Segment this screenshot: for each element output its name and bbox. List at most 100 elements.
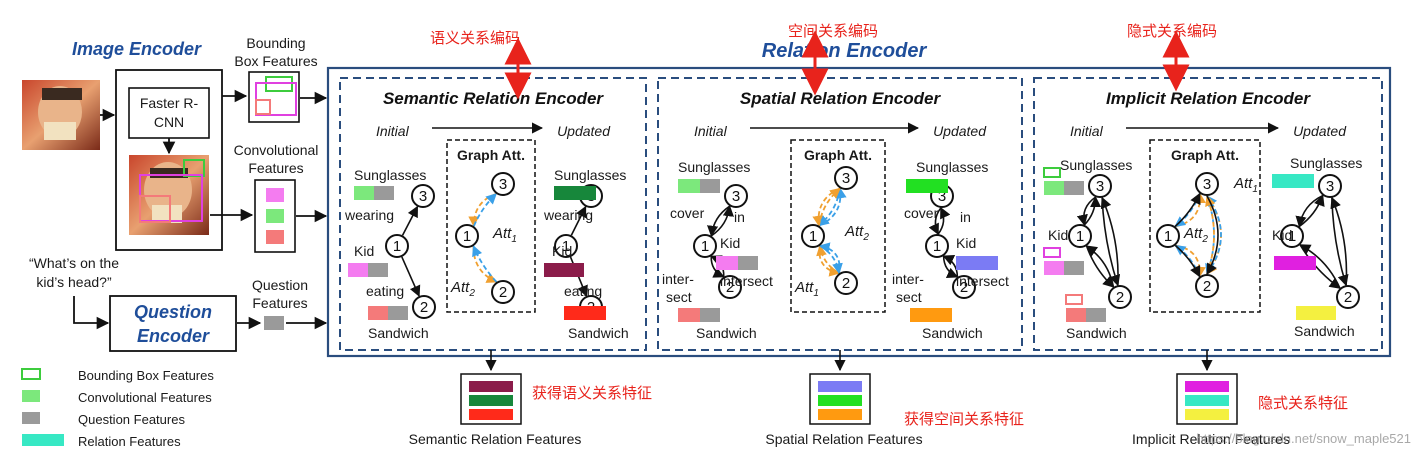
graph-node-initial-n1-label: 1 [701,238,709,255]
att2-label: Att2 [844,223,869,243]
graph-att-box [446,139,536,313]
kid-label: Kid [956,235,976,251]
legend-label-3: Relation Features [78,434,181,449]
chip [348,263,368,277]
graph-node-initial-n1 [1068,224,1092,248]
sandwich-label: Sandwich [568,325,629,341]
graph-node-initial-n2-label: 2 [420,299,428,316]
edge [1299,244,1341,289]
graph-node-updated-n1 [925,234,949,258]
sandwich-label: Sandwich [696,325,757,341]
relation-encoder-title: Relation Encoder [762,40,928,62]
encoder-panel-title: Implicit Relation Encoder [1106,89,1311,108]
eating-label: eating [564,283,602,299]
graph-node-updated-n2 [952,275,976,299]
cn-encoder-label: 隐式关系编码 [1127,22,1217,40]
graph-node-att-n3 [491,172,515,196]
cn-output-label: 获得语义关系特征 [532,384,652,402]
output-feature-chip-2 [469,409,513,420]
att-edge [472,246,498,283]
kid-label: Kid [1048,227,1068,243]
sandwich-label: Sandwich [368,325,429,341]
legend-label-0: Bounding Box Features [78,368,214,383]
chip [1044,261,1064,275]
graph-node-initial-n1 [385,234,409,258]
relation-chip [1296,306,1336,320]
encoder-panel-frame [1033,77,1383,351]
chip [1064,261,1084,275]
graph-node-att-n2-label: 2 [1203,278,1211,295]
chip [700,179,720,193]
graph-node-initial-n1-label: 1 [1076,228,1084,245]
legend-swatch-0 [21,368,41,380]
edge [1100,196,1119,286]
graph-node-initial-n2 [412,295,436,319]
encoder-panel-frame [339,77,647,351]
graph-node-att-n1 [455,224,479,248]
question-feature-chip [264,316,284,330]
output-feature-chip-0 [469,381,513,392]
chip [368,306,388,320]
att-edge [468,193,497,228]
cn-output-label: 隐式关系特征 [1258,394,1348,412]
att1-label: Att1 [492,225,517,245]
att-edge [472,245,498,283]
image-encoder-title: Image Encoder [72,39,202,59]
chip [1066,308,1086,322]
sunglasses-label: Sunglasses [916,159,988,175]
relation-chip [910,308,952,322]
graph-node-initial-n3-label: 3 [732,188,740,205]
edge [1298,194,1325,228]
graph-node-att-n3-label: 3 [842,170,850,187]
intersect-label: intersect [720,273,773,289]
edge [710,205,734,237]
graph-att-label: Graph Att. [457,147,525,163]
question-features-label-2: Features [252,295,307,311]
relation-chip [564,306,606,320]
legend-swatch-2 [22,412,40,424]
output-label: Implicit Relation Features [1132,431,1290,447]
edge-kid-sunglasses [401,205,419,236]
question-text-1: “What’s on the [29,255,119,271]
in-label: in [960,209,971,225]
chip [1044,181,1064,195]
bbox-features-label-2: Box Features [234,53,317,69]
att-edge [1175,244,1206,278]
att-edge [1174,244,1201,277]
question-features-label-1: Question [252,277,308,293]
chip [1086,308,1106,322]
sunglasses-label: Sunglasses [554,167,626,183]
bbox-chip [1065,294,1083,305]
source-photo [22,80,100,150]
graph-node-updated-n1 [554,234,578,258]
att-edge [819,245,843,275]
kid-label: Kid [720,235,740,251]
graph-att-box [790,139,886,313]
encoder-panel-frame [657,77,1023,351]
wearing-label: wearing [344,207,394,223]
graph-node-updated-n1-label: 1 [1288,228,1296,245]
eating-label: eating [366,283,404,299]
output-label: Semantic Relation Features [409,431,582,447]
relation-chip [544,263,584,277]
faster-rcnn-label-2: CNN [154,114,184,130]
sandwich-label: Sandwich [1066,325,1127,341]
graph-node-initial-n3-label: 3 [1096,178,1104,195]
att-edge [1174,193,1201,228]
graph-node-updated-n3 [1318,174,1342,198]
initial-label: Initial [1070,123,1104,139]
initial-label: Initial [376,123,410,139]
output-label: Spatial Relation Features [765,431,922,447]
graph-node-att-n1-label: 1 [463,228,471,245]
graph-node-updated-n3-label: 3 [1326,178,1334,195]
graph-node-att-n3 [834,166,858,190]
output-feature-chip-0 [818,381,862,392]
conv-features-label-1: Convolutional [234,142,319,158]
question-encoder-section: “What’s on the kid’s head?” Question Enc… [29,255,237,352]
graph-att-box [1149,139,1261,313]
